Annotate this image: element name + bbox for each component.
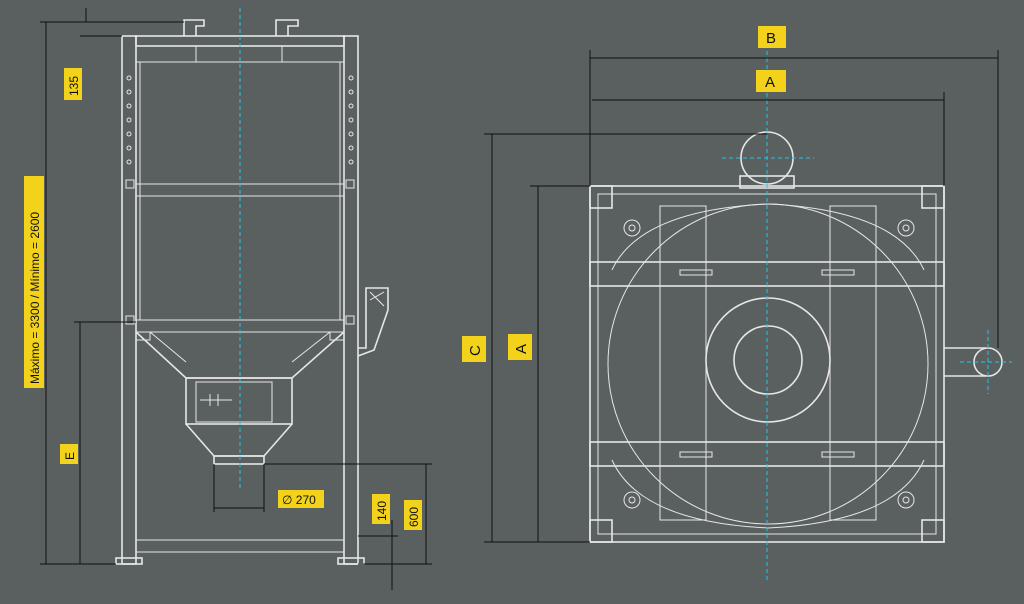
label-c-text: C <box>467 345 484 356</box>
label-a-side-text: A <box>513 344 530 354</box>
label-diameter: ∅ 270 <box>278 490 324 508</box>
label-140-text: 140 <box>375 501 389 521</box>
label-e: E <box>60 444 78 464</box>
label-c: C <box>462 336 486 362</box>
label-a-top: A <box>756 70 786 92</box>
top-view <box>589 30 1012 580</box>
label-600-text: 600 <box>407 507 421 527</box>
label-max-min-text: Máximo = 3300 / Mínimo = 2600 <box>28 212 42 384</box>
label-a-top-text: A <box>765 74 775 91</box>
label-135: 135 <box>64 68 82 100</box>
label-diameter-text: ∅ 270 <box>282 493 316 507</box>
label-b-text: B <box>766 30 776 47</box>
label-600: 600 <box>404 500 422 530</box>
label-140: 140 <box>372 494 390 524</box>
label-135-text: 135 <box>67 76 81 96</box>
label-max-min: Máximo = 3300 / Mínimo = 2600 <box>24 176 44 388</box>
front-view <box>115 8 389 565</box>
front-dimensions <box>40 8 432 590</box>
top-dimensions <box>484 50 999 543</box>
label-b: B <box>758 26 786 48</box>
label-a-side: A <box>508 334 532 360</box>
label-e-text: E <box>63 452 77 460</box>
